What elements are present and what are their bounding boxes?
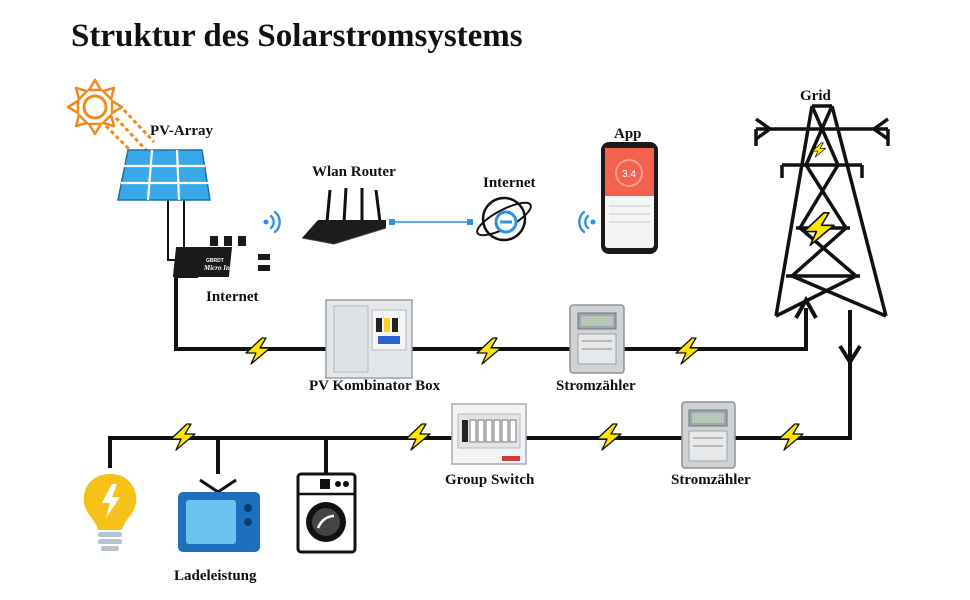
inverter-model: Micro Inverter xyxy=(203,264,247,272)
app-value: 3.4 xyxy=(622,169,636,180)
lightning-bolt-icon xyxy=(405,423,431,451)
globe-icon xyxy=(476,196,532,242)
micro-inverter-icon: GBRDT Micro Inverter xyxy=(172,236,270,277)
grid-label: Grid xyxy=(800,88,831,104)
energy-meter-icon xyxy=(569,304,625,374)
washing-machine-icon xyxy=(296,472,357,554)
energy-meter-icon xyxy=(681,401,736,469)
solar-panel-icon xyxy=(117,149,211,201)
lightning-bolt-icon xyxy=(675,337,701,365)
pv-array-label: PV-Array xyxy=(150,123,214,139)
inverter-internet-label: Internet xyxy=(206,289,259,305)
lightning-bolt-icon xyxy=(245,337,271,365)
power-tower-icon xyxy=(754,104,890,318)
app-label: App xyxy=(614,126,642,142)
lightning-bolt-icon xyxy=(596,423,622,451)
internet-cloud-label: Internet xyxy=(483,175,536,191)
wlan-router-label: Wlan Router xyxy=(312,164,396,180)
lightning-bolt-icon xyxy=(476,337,502,365)
pv-combiner-label: PV Kombinator Box xyxy=(309,378,441,394)
meter-bottom-label: Stromzähler xyxy=(671,472,751,488)
tv-icon xyxy=(178,478,260,552)
group-switch-label: Group Switch xyxy=(445,472,535,488)
router-icon xyxy=(301,187,387,245)
load-label: Ladeleistung xyxy=(174,568,257,584)
breaker-panel-icon xyxy=(451,403,527,465)
diagram-title: Struktur des Solarstromsystems xyxy=(71,18,523,54)
combiner-box-icon xyxy=(325,299,413,379)
phone-icon: 3.4 xyxy=(601,142,658,254)
lightning-bolt-icon xyxy=(778,423,804,451)
wifi-icon xyxy=(578,210,596,234)
light-bulb-icon xyxy=(83,474,137,551)
sun-icon xyxy=(66,78,156,160)
inverter-brand: GBRDT xyxy=(206,258,224,264)
wifi-icon xyxy=(263,210,281,234)
meter-top-label: Stromzähler xyxy=(556,378,636,394)
lightning-bolt-icon xyxy=(170,423,196,451)
